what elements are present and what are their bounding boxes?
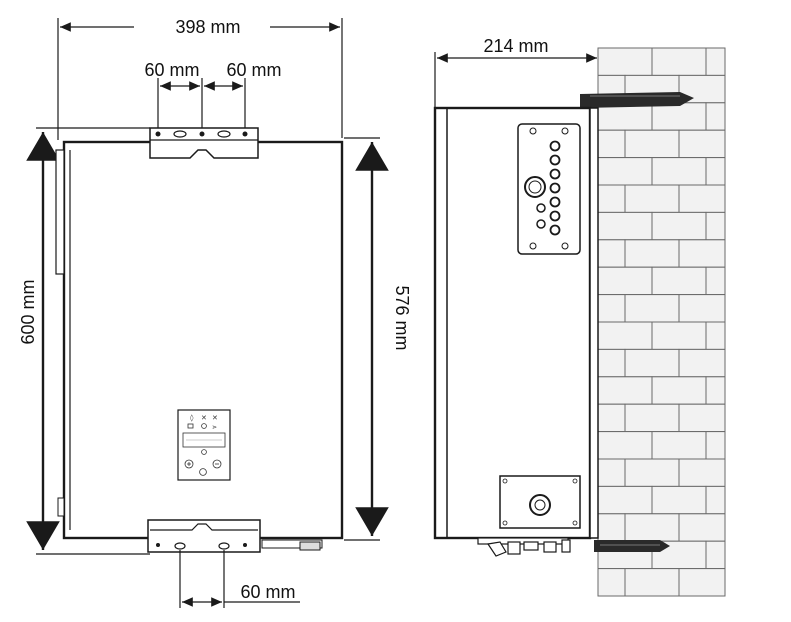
top-mount-dimension: 60 mm 60 mm (144, 60, 282, 135)
brick (597, 321, 653, 350)
front-view: 398 mm 60 mm 60 mm 600 mm 576 mm (18, 17, 412, 608)
brick (705, 485, 726, 515)
brick (597, 47, 653, 76)
brick (597, 403, 626, 433)
brick (597, 431, 653, 460)
brick (597, 485, 653, 515)
top-mounting-bracket (149, 127, 259, 159)
brick (597, 157, 653, 186)
brick (651, 211, 707, 241)
body-height-label: 576 mm (392, 285, 412, 350)
brick (597, 239, 626, 268)
brick (678, 239, 726, 268)
brick (597, 129, 626, 159)
pipe-fittings (477, 537, 571, 557)
brick (624, 513, 680, 542)
brick (597, 513, 626, 542)
bottom-wall-anchor (594, 540, 670, 552)
side-view: 214 mm (433, 36, 726, 597)
brick (705, 321, 726, 350)
brick (678, 294, 726, 323)
brick (624, 403, 680, 433)
width-label: 398 mm (175, 17, 240, 37)
brick (597, 348, 626, 378)
control-panel: ◊ ✕ ✕ ⋗ (177, 409, 231, 481)
brick (624, 129, 680, 159)
brick (597, 294, 626, 323)
brick (705, 102, 726, 131)
panel-icon-3: ✕ (212, 414, 218, 422)
brick (705, 47, 726, 76)
brick (597, 184, 626, 213)
brick (705, 431, 726, 460)
bottom-mount-label: 60 mm (240, 582, 295, 602)
depth-label: 214 mm (483, 36, 548, 56)
top-mount-left-label: 60 mm (144, 60, 199, 80)
brick (597, 376, 653, 405)
panel-icon-2: ✕ (201, 414, 207, 422)
mode-button-icon (199, 468, 207, 476)
brick (705, 540, 726, 570)
depth-dimension: 214 mm (434, 36, 597, 108)
top-mount-right-label: 60 mm (226, 60, 281, 80)
height-label: 600 mm (18, 279, 38, 344)
brick (651, 47, 707, 76)
brick (705, 376, 726, 405)
width-dimension: 398 mm (57, 17, 343, 140)
brick (678, 403, 726, 433)
brick (597, 266, 653, 296)
brick (597, 458, 626, 487)
brick (678, 184, 726, 213)
plus-button-icon (184, 459, 194, 469)
brick (678, 568, 726, 597)
brick (624, 348, 680, 378)
brick (624, 294, 680, 323)
brick (651, 485, 707, 515)
body-height-dimension: 576 mm (344, 137, 412, 541)
brick (651, 266, 707, 296)
brick (624, 458, 680, 487)
brick-wall (597, 47, 726, 597)
side-panel (55, 149, 65, 275)
brick (651, 157, 707, 186)
brick (624, 239, 680, 268)
brick (678, 348, 726, 378)
height-dimension: 600 mm (18, 127, 150, 555)
brick (624, 568, 680, 597)
bottom-mounting-bracket (147, 519, 323, 553)
side-latch (57, 497, 65, 517)
brick (651, 102, 707, 131)
top-wall-anchor (580, 92, 694, 108)
outlet-panel (499, 475, 581, 529)
brick (705, 211, 726, 241)
brick (678, 458, 726, 487)
brick (678, 513, 726, 542)
panel-icon-1: ◊ (190, 414, 194, 422)
brick (651, 321, 707, 350)
brick (624, 184, 680, 213)
minus-button-icon (212, 459, 222, 469)
bottom-mount-dimension: 60 mm (179, 550, 300, 608)
brick (597, 211, 653, 241)
brick (651, 431, 707, 460)
brick (651, 376, 707, 405)
brick (597, 568, 626, 597)
panel-icon-6: ⋗ (212, 424, 217, 431)
brick (705, 157, 726, 186)
brick (705, 266, 726, 296)
connection-panel (517, 123, 581, 255)
brick (678, 129, 726, 159)
